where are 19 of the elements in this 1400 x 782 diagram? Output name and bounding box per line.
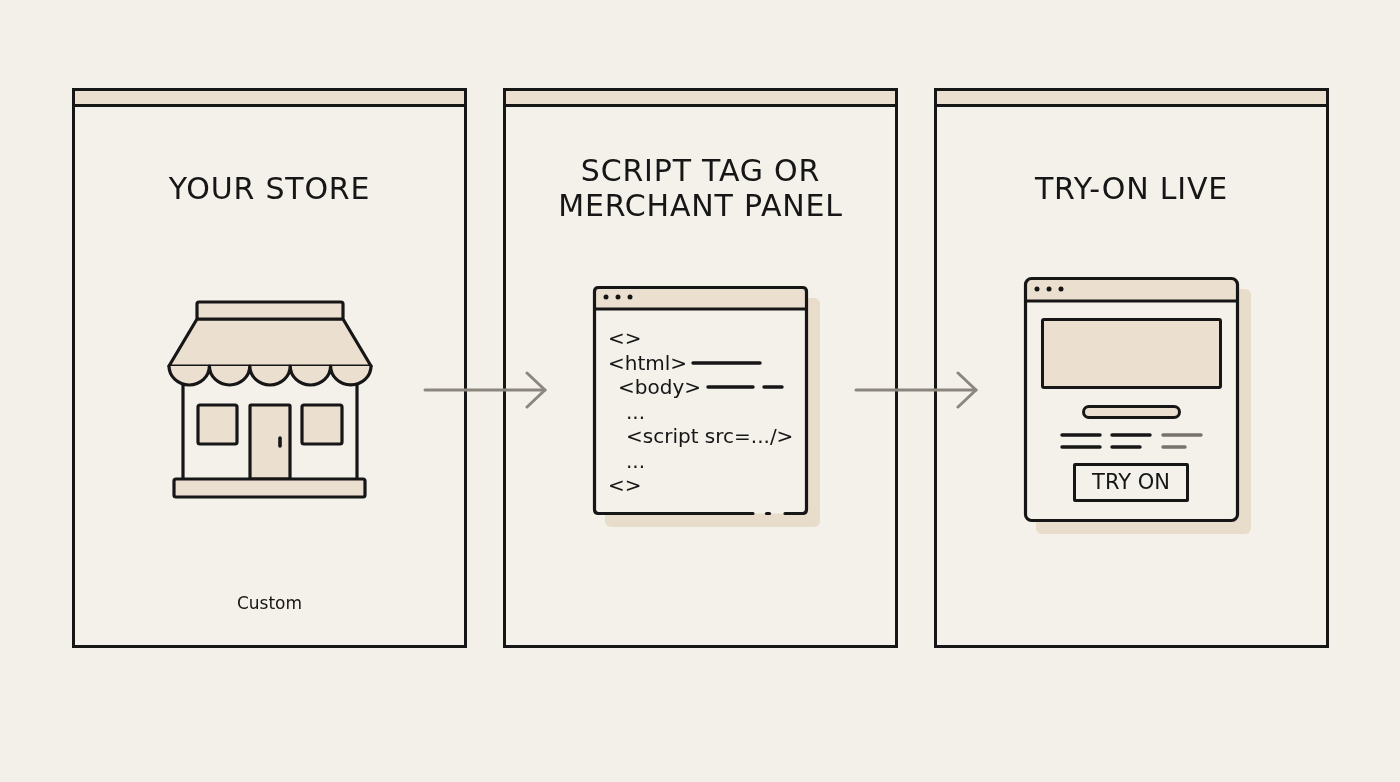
action-button: TRY ON xyxy=(1073,463,1189,502)
code-line: <> xyxy=(608,326,642,350)
footnote-text: Custom xyxy=(236,592,303,614)
code-line: ... xyxy=(626,399,646,424)
code-line: <> xyxy=(608,473,642,497)
arrow xyxy=(854,371,978,409)
panel-title: YOUR STORE xyxy=(168,170,371,206)
code-line: ... xyxy=(626,448,646,473)
panel-card xyxy=(72,88,467,648)
code-line: <html> xyxy=(608,350,688,375)
panel-title: SCRIPT TAG OR MERCHANT PANEL xyxy=(557,153,844,223)
code-window xyxy=(593,286,808,515)
panel-card xyxy=(503,88,898,648)
panel-title: TRY-ON LIVE xyxy=(1034,170,1229,206)
browser-window xyxy=(1024,277,1239,522)
code-line: <script src=.../> xyxy=(626,424,794,448)
arrow xyxy=(423,371,547,409)
panel-card xyxy=(934,88,1329,648)
code-line: <body> xyxy=(618,375,701,399)
